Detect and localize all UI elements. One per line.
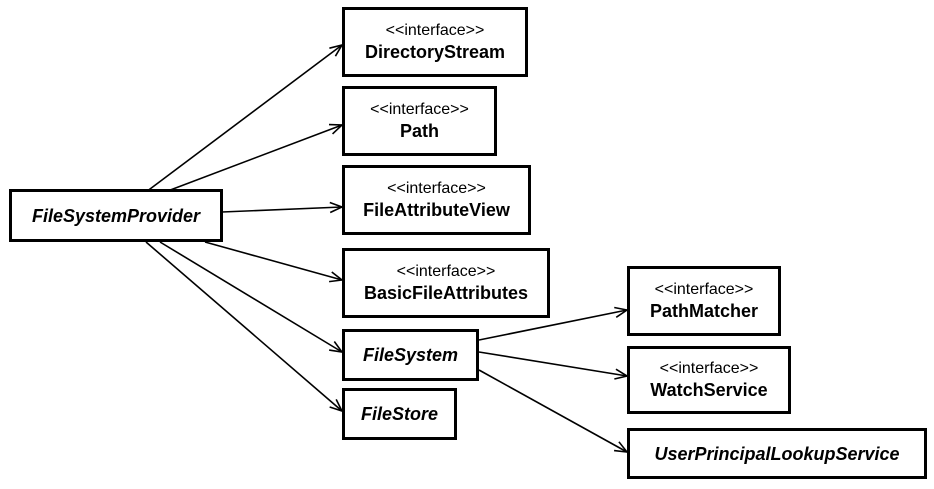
stereotype-label: <<interface>> bbox=[396, 263, 496, 280]
class-name: DirectoryStream bbox=[364, 42, 506, 62]
interface-pathmatcher[interactable]: <<interface>> PathMatcher bbox=[627, 266, 781, 336]
dependency-arrow-filesystem-to-pathmatcher bbox=[478, 310, 627, 341]
dependency-arrow-provider-to-dirstream bbox=[145, 45, 342, 193]
dependency-arrow-filesystem-to-watch bbox=[478, 351, 627, 376]
stereotype-label: <<interface>> bbox=[654, 281, 754, 298]
dependency-arrow-provider-to-filesystem bbox=[159, 241, 342, 352]
stereotype-label: <<interface>> bbox=[387, 180, 486, 197]
interface-fileattributeview[interactable]: <<interface>> FileAttributeView bbox=[342, 165, 531, 235]
dependency-arrow-provider-to-bfa bbox=[204, 241, 342, 280]
dependency-arrow-provider-to-filestore bbox=[145, 241, 342, 411]
class-name: WatchService bbox=[650, 380, 768, 400]
class-userprincipallookupservice[interactable]: UserPrincipalLookupService bbox=[627, 428, 927, 479]
class-name: UserPrincipalLookupService bbox=[654, 443, 900, 464]
interface-path[interactable]: <<interface>> Path bbox=[342, 86, 497, 156]
class-name: BasicFileAttributes bbox=[363, 283, 529, 303]
class-filestore[interactable]: FileStore bbox=[342, 388, 457, 440]
class-name: PathMatcher bbox=[649, 301, 759, 321]
class-name: FileStore bbox=[360, 404, 439, 424]
class-filesystem[interactable]: FileSystem bbox=[342, 329, 479, 381]
class-name: FileAttributeView bbox=[363, 200, 510, 220]
stereotype-label: <<interface>> bbox=[385, 22, 485, 39]
dependency-arrow-provider-to-fav bbox=[221, 207, 342, 212]
class-name: FileSystemProvider bbox=[31, 205, 201, 226]
class-filesystemprovider[interactable]: FileSystemProvider bbox=[9, 189, 223, 242]
class-name: Path bbox=[399, 121, 439, 141]
interface-directorystream[interactable]: <<interface>> DirectoryStream bbox=[342, 7, 528, 77]
interface-watchservice[interactable]: <<interface>> WatchService bbox=[627, 346, 791, 414]
class-name: FileSystem bbox=[362, 345, 459, 365]
interface-basicfileattributes[interactable]: <<interface>> BasicFileAttributes bbox=[342, 248, 550, 318]
dependency-arrow-filesystem-to-upls bbox=[478, 369, 627, 452]
stereotype-label: <<interface>> bbox=[659, 360, 759, 377]
stereotype-label: <<interface>> bbox=[370, 101, 469, 118]
dependency-arrow-provider-to-path bbox=[164, 125, 342, 193]
